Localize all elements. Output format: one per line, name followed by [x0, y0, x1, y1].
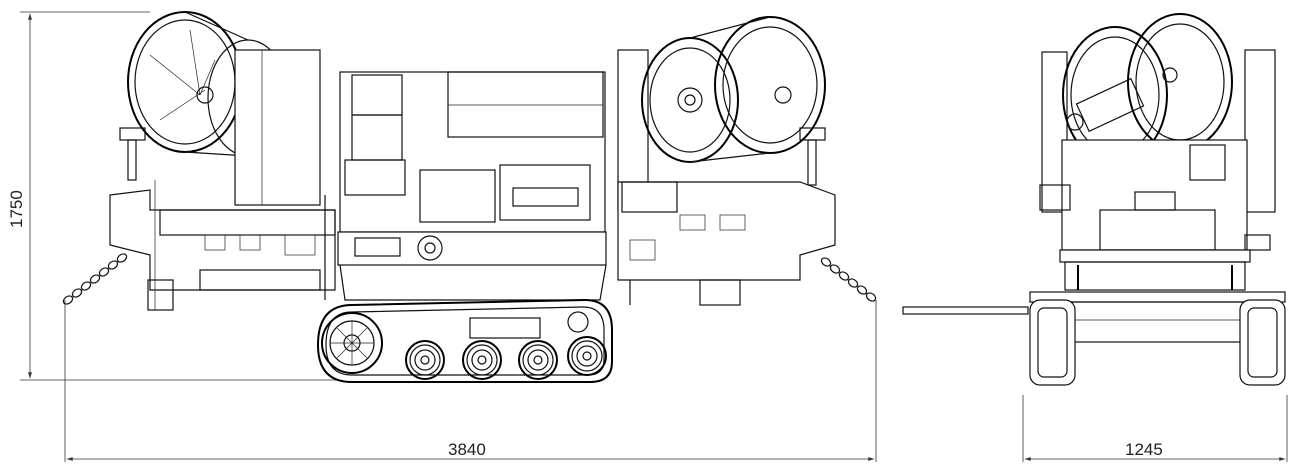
- tow-bar: [902, 306, 1029, 315]
- crawler-track: [316, 298, 613, 383]
- front-wheels: [1029, 299, 1286, 386]
- front-fan-cannons: [1041, 13, 1276, 213]
- right-frame: [617, 181, 836, 306]
- central-engine-body: [324, 71, 607, 301]
- right-fan-cannon: [617, 16, 826, 211]
- front-view: [902, 13, 1286, 386]
- drive-sprocket: [321, 312, 383, 374]
- height-dimension: 1750: [7, 11, 340, 381]
- left-frame: [109, 180, 336, 311]
- width-label: 1245: [1125, 440, 1163, 459]
- left-chain: [61, 251, 129, 307]
- height-label: 1750: [7, 190, 26, 228]
- length-dimension: 3840: [64, 300, 877, 462]
- front-body: [1029, 139, 1286, 343]
- length-label: 3840: [448, 440, 486, 459]
- left-fan-housing-box: [234, 49, 321, 206]
- side-view: [61, 11, 878, 383]
- width-dimension: 1245: [1022, 395, 1288, 462]
- right-chain: [819, 255, 878, 304]
